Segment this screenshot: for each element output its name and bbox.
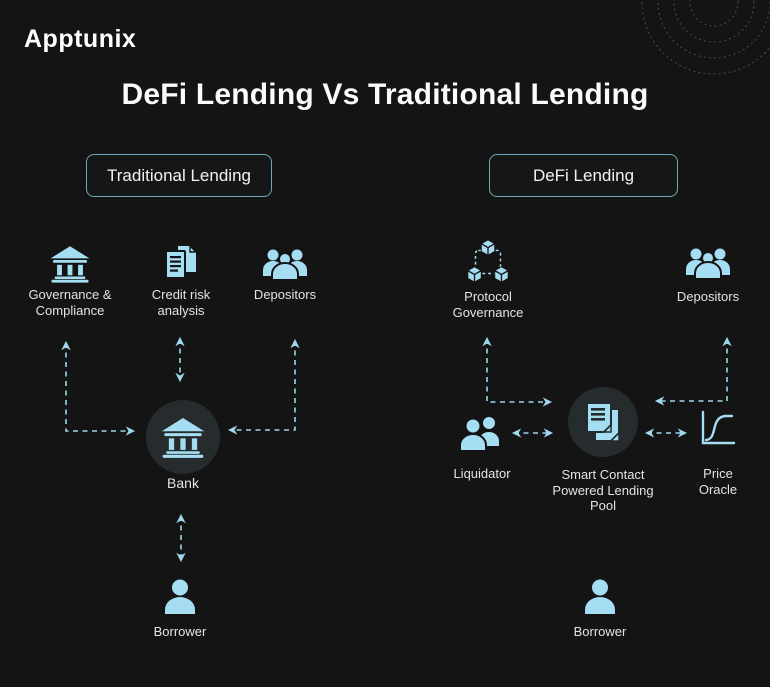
people-group-icon xyxy=(263,249,307,281)
person-icon xyxy=(585,579,615,614)
traditional-lending-header-label: Traditional Lending xyxy=(107,165,251,185)
page-title: DeFi Lending Vs Traditional Lending xyxy=(121,78,649,111)
borrower-right-label: Borrower xyxy=(573,624,627,639)
borrower-left-label: Borrower xyxy=(153,624,207,639)
person-icon xyxy=(165,579,195,614)
liquidator-label: Liquidator xyxy=(453,466,511,481)
arrow-depositors-pool xyxy=(654,336,732,406)
brand-logo: Apptunix xyxy=(24,25,136,54)
credit-risk-analysis-label: Credit risk analysis xyxy=(151,287,211,318)
depositors-right-label: Depositors xyxy=(676,289,740,304)
lending-pool-label: Smart Contact Powered Lending Pool xyxy=(552,467,654,513)
arrow-governance-bank xyxy=(61,340,136,436)
arrow-protocolgov-pool xyxy=(482,336,553,407)
governance-compliance-label: Governance & Compliance xyxy=(28,287,112,318)
smart-contract-docs-icon xyxy=(586,402,620,442)
traditional-lending-header-box: Traditional Lending xyxy=(86,154,272,197)
price-chart-icon xyxy=(701,410,736,445)
people-pair-icon xyxy=(460,417,499,452)
defi-lending-header-box: DeFi Lending xyxy=(489,154,678,197)
bank-label: Bank xyxy=(167,475,199,491)
documents-icon xyxy=(165,244,198,279)
brand-logo-text: Apptunix xyxy=(24,25,137,53)
defi-lending-header-label: DeFi Lending xyxy=(532,165,635,185)
arrow-depositors-bank xyxy=(227,338,300,435)
price-oracle-label: Price Oracle xyxy=(698,466,738,497)
bank-columns-icon xyxy=(50,246,90,283)
bank-columns-icon xyxy=(161,417,205,458)
protocol-governance-label: Protocol Governance xyxy=(452,289,524,320)
cubes-network-icon xyxy=(467,239,509,283)
bank-node xyxy=(146,400,220,474)
lending-pool-node xyxy=(568,387,638,457)
depositors-left-label: Depositors xyxy=(253,287,317,302)
people-group-icon xyxy=(686,248,730,280)
